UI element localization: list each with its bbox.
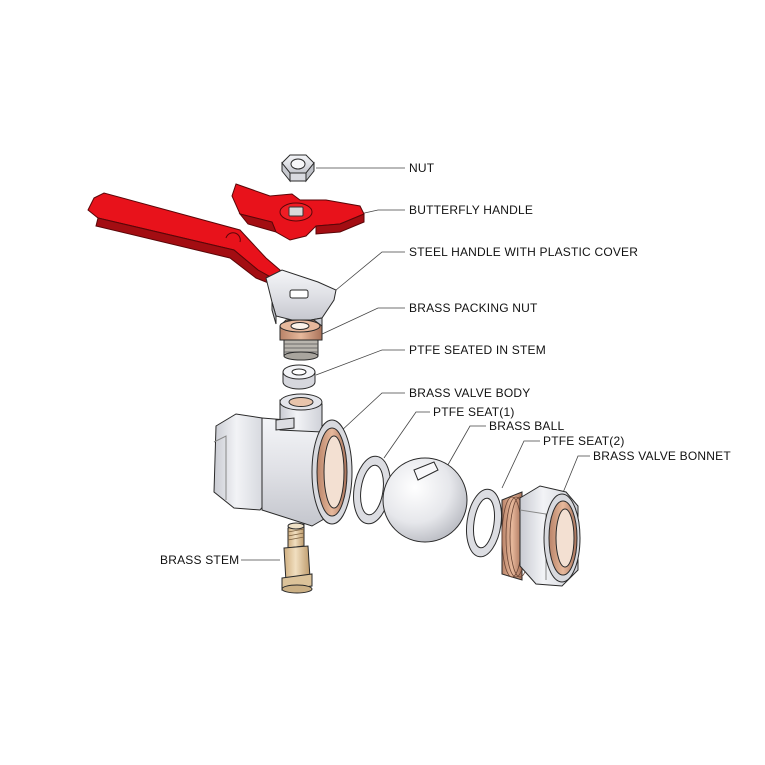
steel-handle-part [87, 192, 337, 331]
nut-part [281, 154, 315, 183]
brass-stem-part [281, 522, 313, 594]
ptfe-seat-1-part [353, 455, 391, 525]
label-brass-packing-nut: BRASS PACKING NUT [409, 301, 538, 315]
label-ptfe-seat-1: PTFE SEAT(1) [433, 405, 515, 419]
butterfly-handle-part [231, 183, 365, 241]
brass-ball-part [382, 457, 468, 543]
leader-steel-handle [329, 251, 405, 296]
leader-ptfe-stem [315, 349, 405, 376]
label-ptfe-seated-in-stem: PTFE SEATED IN STEM [409, 343, 546, 357]
label-steel-handle: STEEL HANDLE WITH PLASTIC COVER [409, 245, 639, 259]
leader-ptfe-seat-1 [383, 411, 430, 459]
leader-butterfly-handle [359, 209, 405, 215]
leader-ptfe-seat-2 [501, 440, 540, 489]
leader-lines [241, 167, 590, 561]
leader-packing-nut [319, 307, 405, 336]
label-butterfly-handle: BUTTERFLY HANDLE [409, 203, 534, 217]
packing-nut-part [279, 319, 323, 361]
valve-bonnet-part [501, 485, 581, 587]
ptfe-stem-ring-part [282, 364, 316, 390]
label-brass-ball: BRASS BALL [489, 419, 565, 433]
leader-bonnet [559, 455, 590, 501]
label-brass-valve-bonnet: BRASS VALVE BONNET [593, 449, 731, 463]
label-ptfe-seat-2: PTFE SEAT(2) [543, 434, 625, 448]
label-nut: NUT [409, 161, 435, 175]
valve-body-part [213, 393, 353, 527]
label-brass-stem: BRASS STEM [160, 553, 240, 567]
label-brass-valve-body: BRASS VALVE BODY [409, 386, 531, 400]
leader-brass-ball [444, 425, 486, 471]
leader-valve-body [339, 392, 405, 433]
ptfe-seat-2-part [466, 488, 502, 558]
